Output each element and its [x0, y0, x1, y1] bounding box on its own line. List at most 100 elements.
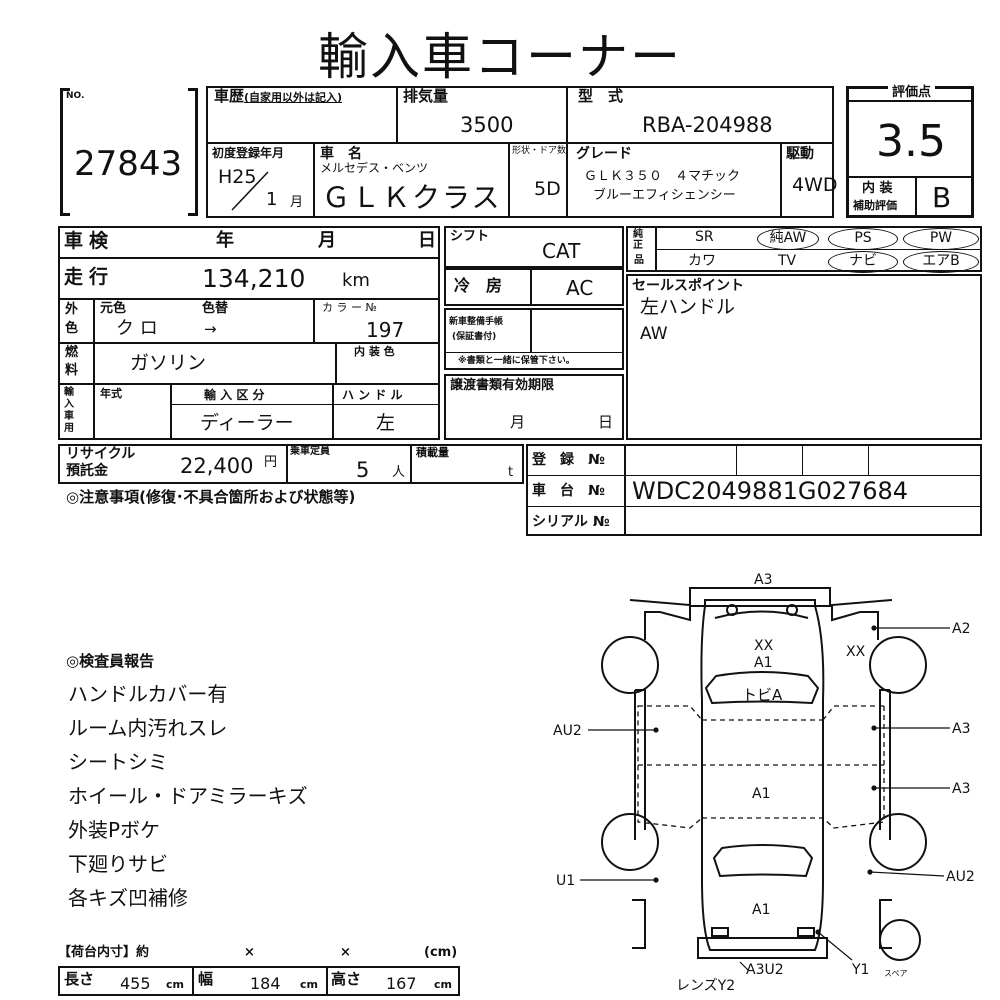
cargo-height: 167 [386, 974, 417, 993]
interior-score-label: 内 装 [862, 181, 893, 196]
color-code: 197 [366, 318, 405, 342]
inspector-line: 下廻りサビ [68, 852, 168, 876]
transfer-docs-box [444, 374, 624, 440]
capacity-value: 5 [356, 458, 370, 482]
diagram-label-y1: Y1 [851, 962, 869, 978]
lot-no-label: NO. [66, 91, 85, 101]
equip-tv: TV [778, 253, 797, 269]
diagram-label-a3-right-1: A3 [952, 721, 970, 737]
diagram-label-au2-right: AU2 [946, 869, 975, 885]
handle-value: 左 [376, 412, 396, 434]
lot-number: 27843 [74, 144, 183, 184]
diagram-label-spare: スペア [884, 969, 907, 978]
mileage-label: 走行 [64, 266, 115, 288]
cargo-unit: (cm) [424, 945, 458, 960]
shaken-day: 日 [418, 230, 436, 251]
equip-sr: SR [695, 229, 714, 245]
shaken-year: 年 [216, 230, 234, 251]
model-type-value: RBA-204988 [642, 113, 773, 137]
capacity-unit: 人 [392, 465, 406, 480]
equipment-label-bottom: 品 [634, 255, 644, 266]
cargo-cm-2: cm [300, 978, 318, 991]
drive-label: 駆動 [786, 146, 814, 162]
cargo-times-2: × [340, 945, 351, 960]
cargo-length-label: 長さ [64, 970, 95, 988]
original-color: ク ロ [116, 318, 158, 339]
load-unit: t [508, 465, 514, 480]
grade-label: グレード [576, 146, 632, 162]
registration-box [526, 444, 982, 536]
interior-score-value: B [932, 181, 952, 214]
recycle-value: 22,400 [180, 454, 254, 478]
cargo-box [58, 966, 460, 996]
cargo-cm-3: cm [434, 978, 452, 991]
cargo-cm-1: cm [166, 978, 184, 991]
changed-color-arrow: → [204, 320, 217, 338]
doors-label: 形状・ドア数 [512, 146, 567, 156]
vehicle-info-block [206, 86, 834, 218]
equip-genuine-aw: 純AW [757, 228, 819, 250]
transfer-docs-label: 譲渡書類有効期限 [450, 378, 555, 393]
shaken-label: 車検 [64, 230, 115, 252]
inspector-line: シートシミ [68, 750, 168, 774]
recycle-box [58, 444, 524, 484]
serial-number-label: シリアル № [532, 514, 610, 530]
equip-ps: PS [828, 228, 898, 250]
doors-value: 5D [534, 178, 561, 200]
transfer-docs-day: 日 [598, 413, 614, 431]
car-name: ＧＬＫクラス [322, 181, 502, 214]
diagram-label-a3-right-2: A3 [952, 781, 970, 797]
cargo-width-label: 幅 [198, 970, 214, 988]
grade-line2: ブルーエフィシェンシー [593, 188, 736, 203]
inspector-line: 外装Pボケ [68, 818, 161, 842]
fuel-label-b: 料 [65, 363, 79, 378]
equip-navi: ナビ [828, 251, 898, 273]
model-type-label: 型 式 [578, 87, 624, 105]
cargo-width: 184 [250, 974, 281, 993]
handle-label: ハ ン ド ル [342, 388, 403, 402]
import-category-label: 輸 入 区 分 [204, 388, 265, 402]
load-label: 積載量 [416, 446, 449, 459]
inspection-block [58, 226, 440, 440]
displacement-value: 3500 [460, 113, 514, 137]
recycle-unit: 円 [264, 455, 278, 470]
changed-color-label: 色替 [202, 301, 229, 316]
transfer-docs-month: 月 [510, 413, 526, 431]
recycle-label: リサイクル [66, 446, 136, 462]
manual-box [444, 308, 624, 370]
diagram-label-windshield: トビA [742, 686, 783, 704]
mileage-unit: km [342, 270, 370, 291]
model-year-label: 年式 [100, 387, 122, 400]
import-category: ディーラー [200, 412, 294, 434]
recycle-sublabel: 預託金 [66, 463, 108, 479]
diagram-label-xx: XX [846, 644, 866, 660]
diagram-label-u1: U1 [556, 873, 575, 889]
diagram-label-roof: A1 [752, 786, 770, 802]
score-value: 3.5 [876, 116, 946, 167]
shaken-month: 月 [318, 230, 336, 251]
equip-pw: PW [903, 228, 979, 250]
first-reg-label: 初度登録年月 [212, 146, 285, 160]
inspector-line: ルーム内汚れスレ [68, 716, 228, 740]
fuel-label-a: 燃 [65, 345, 79, 360]
original-color-label: 元色 [100, 301, 127, 316]
car-maker: メルセデス・ベンツ [320, 161, 429, 175]
fuel-value: ガソリン [130, 352, 207, 374]
color-code-label: カ ラ ー № [322, 301, 377, 314]
sales-point-label: セールスポイント [632, 278, 744, 294]
shift-value: CAT [542, 239, 581, 263]
mileage-value: 134,210 [202, 264, 306, 293]
cargo-height-label: 高さ [331, 970, 362, 988]
aircon-label: 冷 房 [454, 276, 503, 295]
diagram-label-hood-xx: XX [754, 638, 774, 654]
car-name-label: 車 名 [320, 146, 362, 162]
shift-label: シフト [450, 229, 490, 244]
manual-label: 新車整備手帳 [449, 317, 504, 327]
interior-color-label: 内 装 色 [354, 345, 395, 358]
inspector-line: ホイール・ドアミラーキズ [68, 784, 308, 808]
drive-value: 4WD [792, 174, 838, 196]
shift-box [444, 226, 624, 268]
interior-score-sublabel: 補助評価 [853, 199, 897, 212]
chassis-number-label: 車 台 № [532, 483, 605, 499]
score-label: 評価点 [888, 86, 936, 99]
